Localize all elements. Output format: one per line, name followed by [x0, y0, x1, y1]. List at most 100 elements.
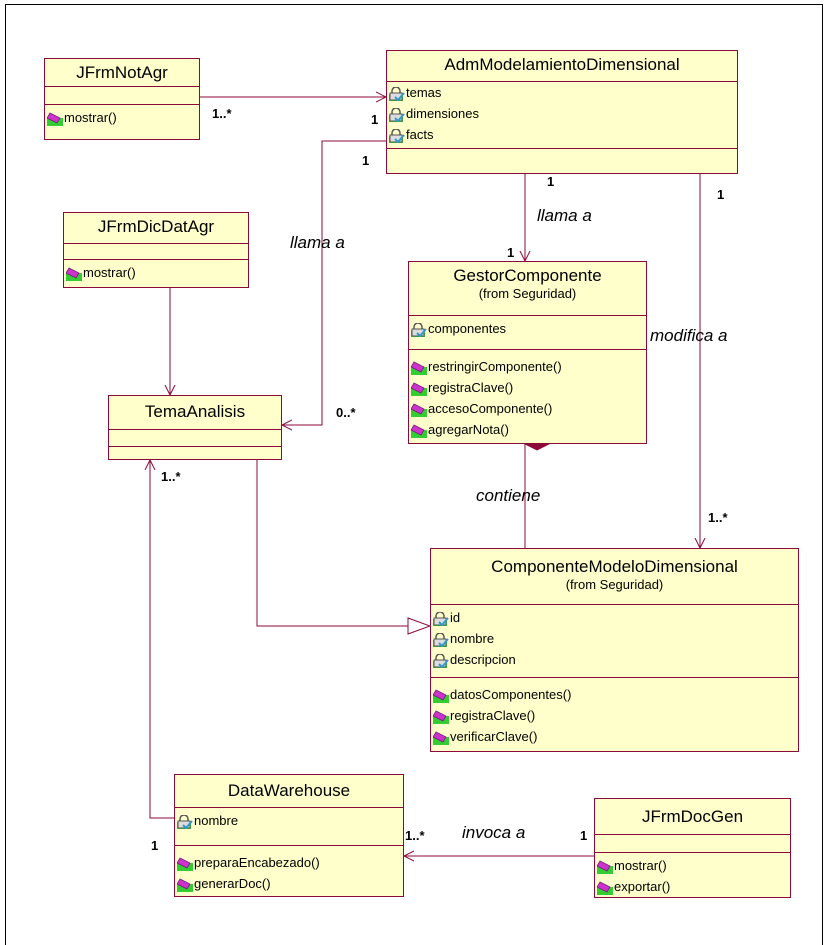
operation-icon: [410, 360, 427, 375]
operations-compartment: mostrar() exportar(): [595, 853, 790, 900]
multiplicity: 1: [151, 838, 159, 853]
attribute: nombre: [177, 810, 403, 831]
operation: mostrar(): [46, 107, 199, 128]
multiplicity: 1: [547, 174, 555, 189]
attribute-icon: [433, 652, 449, 668]
operation: exportar(): [596, 876, 790, 897]
operations-compartment: restringirComponente() registraClave() a…: [409, 350, 646, 443]
attribute-icon: [177, 813, 193, 829]
attribute-icon: [411, 321, 427, 337]
multiplicity: 1: [717, 187, 725, 202]
operation-icon: [432, 709, 449, 724]
edge-label-modifica-a: modifica a: [650, 326, 728, 345]
operation: verificarClave(): [432, 726, 798, 747]
operation: mostrar(): [596, 855, 790, 876]
attributes-compartment: [45, 87, 199, 105]
class-title: GestorComponente: [453, 266, 602, 285]
package-label: (from Seguridad): [478, 286, 577, 301]
package-label: (from Seguridad): [565, 577, 664, 592]
attribute-icon: [389, 106, 405, 122]
diagram-frame: [5, 4, 823, 945]
class-name: ComponenteModeloDimensional (from Seguri…: [431, 549, 798, 605]
attribute-icon: [433, 610, 449, 626]
attribute: facts: [389, 124, 737, 145]
operation: preparaEncabezado(): [176, 852, 403, 873]
multiplicity: 1..*: [212, 106, 232, 121]
operation: mostrar(): [65, 262, 248, 283]
attribute-icon: [433, 631, 449, 647]
operation-icon: [596, 880, 613, 895]
class-datawarehouse[interactable]: DataWarehouse nombre preparaEncabezado()…: [174, 774, 404, 897]
class-name: JFrmDocGen: [595, 799, 790, 835]
multiplicity: 1: [362, 153, 370, 168]
operation-icon: [410, 402, 427, 417]
operation: registraClave(): [410, 377, 646, 398]
class-jfrmnotagr[interactable]: JFrmNotAgr mostrar(): [44, 58, 200, 140]
operation: datosComponentes(): [432, 684, 798, 705]
class-admmodelamientodimensional[interactable]: AdmModelamientoDimensional temas dimensi…: [386, 50, 738, 174]
class-name: DataWarehouse: [175, 775, 403, 808]
operation: generarDoc(): [176, 873, 403, 894]
class-name: TemaAnalisis: [109, 396, 281, 430]
edge-dw-tema: [150, 460, 174, 819]
multiplicity: 1: [507, 245, 515, 260]
operation-icon: [65, 266, 82, 281]
multiplicity: 0..*: [336, 405, 356, 420]
multiplicity: 1..*: [405, 828, 425, 843]
edge-label-contiene: contiene: [476, 486, 541, 505]
attribute: id: [433, 607, 798, 628]
attributes-compartment: componentes: [409, 316, 646, 350]
attributes-compartment: [595, 835, 790, 853]
class-jfrmdicdatagr[interactable]: JFrmDicDatAgr mostrar(): [63, 212, 249, 288]
operation-icon: [432, 688, 449, 703]
multiplicity: 1: [371, 112, 379, 127]
attributes-compartment: temas dimensiones facts: [387, 82, 737, 149]
class-gestorcomponente[interactable]: GestorComponente (from Seguridad) compon…: [408, 261, 647, 444]
attribute: dimensiones: [389, 103, 737, 124]
operations-compartment: mostrar(): [64, 260, 248, 286]
operation: restringirComponente(): [410, 356, 646, 377]
class-name: GestorComponente (from Seguridad): [409, 262, 646, 316]
operation: registraClave(): [432, 705, 798, 726]
class-name: JFrmNotAgr: [45, 59, 199, 87]
edge-label-llama-a: llama a: [537, 206, 592, 225]
operation-icon: [432, 730, 449, 745]
class-title: ComponenteModeloDimensional: [491, 557, 738, 576]
operations-compartment: preparaEncabezado() generarDoc(): [175, 846, 403, 897]
operation-icon: [176, 856, 193, 871]
operation-icon: [410, 423, 427, 438]
edge-adm-tema: [282, 140, 386, 425]
operation-icon: [176, 877, 193, 892]
attribute: nombre: [433, 628, 798, 649]
edge-label-invoca-a: invoca a: [462, 823, 526, 842]
multiplicity: 1..*: [708, 510, 728, 525]
attribute: componentes: [411, 318, 646, 339]
edge-label-llama-a: llama a: [290, 233, 345, 252]
operations-compartment: [387, 149, 737, 164]
operations-compartment: mostrar(): [45, 105, 199, 131]
class-jfrmdocgen[interactable]: JFrmDocGen mostrar() exportar(): [594, 798, 791, 898]
attributes-compartment: [109, 430, 281, 447]
attribute: temas: [389, 82, 737, 103]
multiplicity: 1..*: [161, 469, 181, 484]
attributes-compartment: nombre: [175, 808, 403, 846]
attributes-compartment: [64, 244, 248, 260]
operation-icon: [596, 859, 613, 874]
operation: agregarNota(): [410, 419, 646, 440]
edge-tema-componente: [256, 460, 430, 626]
class-temaanalisis[interactable]: TemaAnalisis: [108, 395, 282, 460]
attribute: descripcion: [433, 649, 798, 670]
operation: accesoComponente(): [410, 398, 646, 419]
operations-compartment: datosComponentes() registraClave() verif…: [431, 678, 798, 750]
multiplicity: 1: [580, 828, 588, 843]
operation-icon: [410, 381, 427, 396]
operation-icon: [46, 111, 63, 126]
class-name: AdmModelamientoDimensional: [387, 51, 737, 82]
operations-compartment: [109, 447, 281, 468]
attribute-icon: [389, 85, 405, 101]
attribute-icon: [389, 127, 405, 143]
class-name: JFrmDicDatAgr: [64, 213, 248, 244]
attributes-compartment: id nombre descripcion: [431, 605, 798, 678]
class-componentemodelodimensional[interactable]: ComponenteModeloDimensional (from Seguri…: [430, 548, 799, 752]
